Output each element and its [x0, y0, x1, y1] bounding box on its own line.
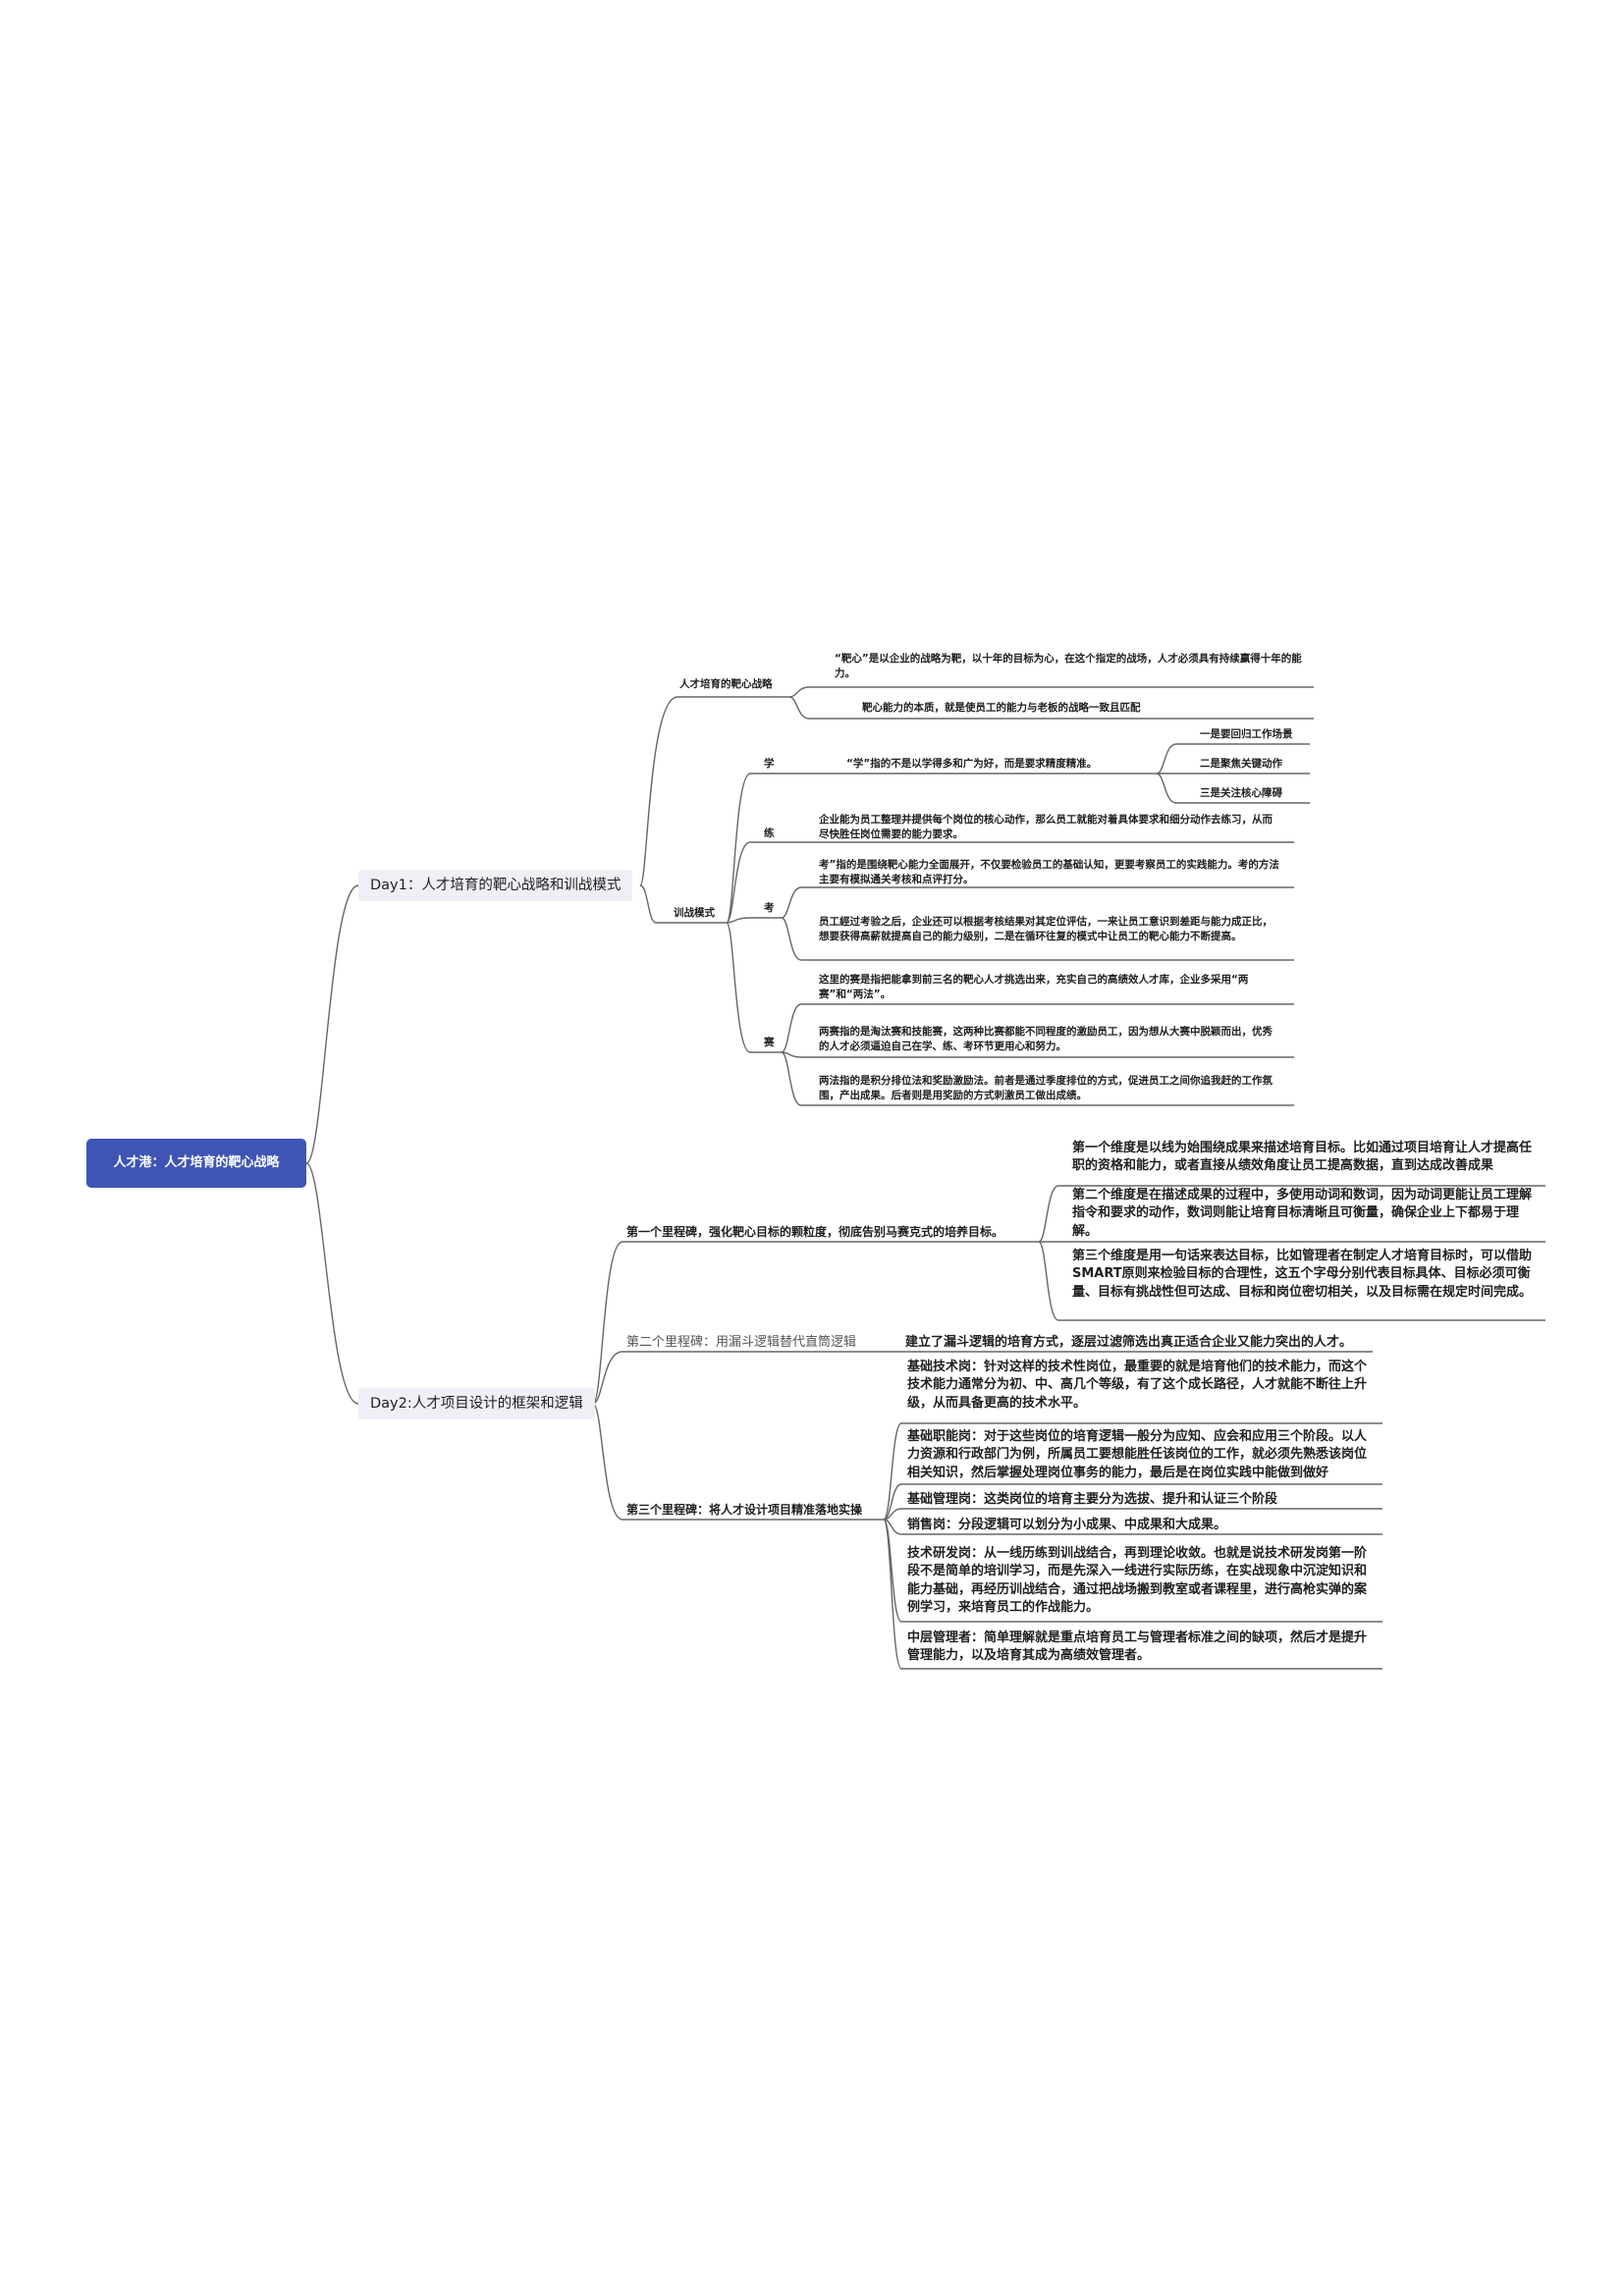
day1-node[interactable]: Day1：人才培育的靶心战略和训战模式	[358, 870, 633, 901]
m3-item-function[interactable]: 基础职能岗：对于这些岗位的培育逻辑一般分为应知、应会和应用三个阶段。以人力资源和…	[907, 1429, 1368, 1480]
milestone-2[interactable]: 第二个里程碑：用漏斗逻辑替代直筒逻辑	[626, 1335, 857, 1350]
kao-item-2[interactable]: 员工經过考验之后，企业还可以根据考核结果对其定位评估，一来让员工意识到差距与能力…	[819, 916, 1272, 942]
sai-item-1[interactable]: 这里的赛是指把能拿到前三名的靶心人才挑选出来，充实自己的高绩效人才库，企业多采用…	[819, 974, 1249, 1000]
m3-item-middle-mgr[interactable]: 中层管理者：简单理解就是重点培育员工与管理者标准之间的缺项，然后才是提升管理能力…	[907, 1630, 1368, 1664]
m1-item-1[interactable]: 第一个维度是以线为始围绕成果来描述培育目标。比如通过项目培育让人才提高任职的资格…	[1072, 1141, 1533, 1174]
xue-text[interactable]: “学”指的不是以学得多和广为好，而是要求精度精准。	[846, 758, 1098, 770]
m3-item-tech[interactable]: 基础技术岗：针对这样的技术性岗位，最重要的就是培育他们的技术能力，而这个技术能力…	[907, 1360, 1368, 1411]
root-node[interactable]: 人才港：人才培育的靶心战略	[86, 1139, 306, 1188]
training-node[interactable]: 训战模式	[674, 907, 715, 919]
strategy-item-1[interactable]: “靶心”是以企业的战略为靶，以十年的目标为心，在这个指定的战场，人才必须具有持续…	[835, 653, 1302, 679]
kao-item-1[interactable]: 考”指的是围绕靶心能力全面展开，不仅要检验员工的基础认知，更要考察员工的实践能力…	[819, 859, 1279, 885]
strategy-node[interactable]: 人才培育的靶心战略	[679, 678, 773, 690]
milestone-3[interactable]: 第三个里程碑：将人才设计项目精准落地实操	[626, 1503, 863, 1517]
xue-node[interactable]: 学	[764, 758, 775, 770]
xue-point-2[interactable]: 二是聚焦关键动作	[1200, 758, 1282, 770]
sai-item-2[interactable]: 两赛指的是淘汰赛和技能赛，这两种比赛都能不同程度的激励员工，因为想从大赛中脱颖而…	[819, 1026, 1272, 1052]
lian-node[interactable]: 练	[764, 828, 775, 839]
xue-point-1[interactable]: 一是要回归工作场景	[1200, 728, 1293, 740]
m3-item-manage[interactable]: 基础管理岗：这类岗位的培育主要分为选拔、提升和认证三个阶段	[907, 1492, 1278, 1507]
m3-item-sales[interactable]: 销售岗：分段逻辑可以划分为小成果、中成果和大成果。	[907, 1518, 1227, 1532]
xue-point-3[interactable]: 三是关注核心障碍	[1200, 787, 1282, 799]
lian-text[interactable]: 企业能为员工整理并提供每个岗位的核心动作，那么员工就能对着具体要求和细分动作去练…	[819, 814, 1272, 840]
m1-item-2[interactable]: 第二个维度是在描述成果的过程中，多使用动词和数词，因为动词更能让员工理解指令和要…	[1072, 1188, 1533, 1239]
milestone-1[interactable]: 第一个里程碑，强化靶心目标的颗粒度，彻底告别马赛克式的培养目标。	[626, 1225, 1004, 1239]
m3-item-rnd[interactable]: 技术研发岗：从一线历练到训战结合，再到理论收敛。也就是说技术研发岗第一阶段不是简…	[907, 1546, 1368, 1616]
kao-node[interactable]: 考	[764, 902, 775, 914]
m2-text[interactable]: 建立了漏斗逻辑的培育方式，逐层过滤筛选出真正适合企业又能力突出的人才。	[905, 1335, 1353, 1350]
strategy-item-2[interactable]: 靶心能力的本质，就是使员工的能力与老板的战略一致且匹配	[862, 702, 1141, 714]
day2-node[interactable]: Day2:人才项目设计的框架和逻辑	[358, 1388, 595, 1419]
m1-item-3[interactable]: 第三个维度是用一句话来表达目标，比如管理者在制定人才培育目标时，可以借助SMAR…	[1072, 1249, 1533, 1300]
sai-node[interactable]: 赛	[764, 1037, 775, 1048]
sai-item-3[interactable]: 两法指的是积分排位法和奖励激励法。前者是通过季度排位的方式，促进员工之间你追我赶…	[819, 1075, 1272, 1101]
